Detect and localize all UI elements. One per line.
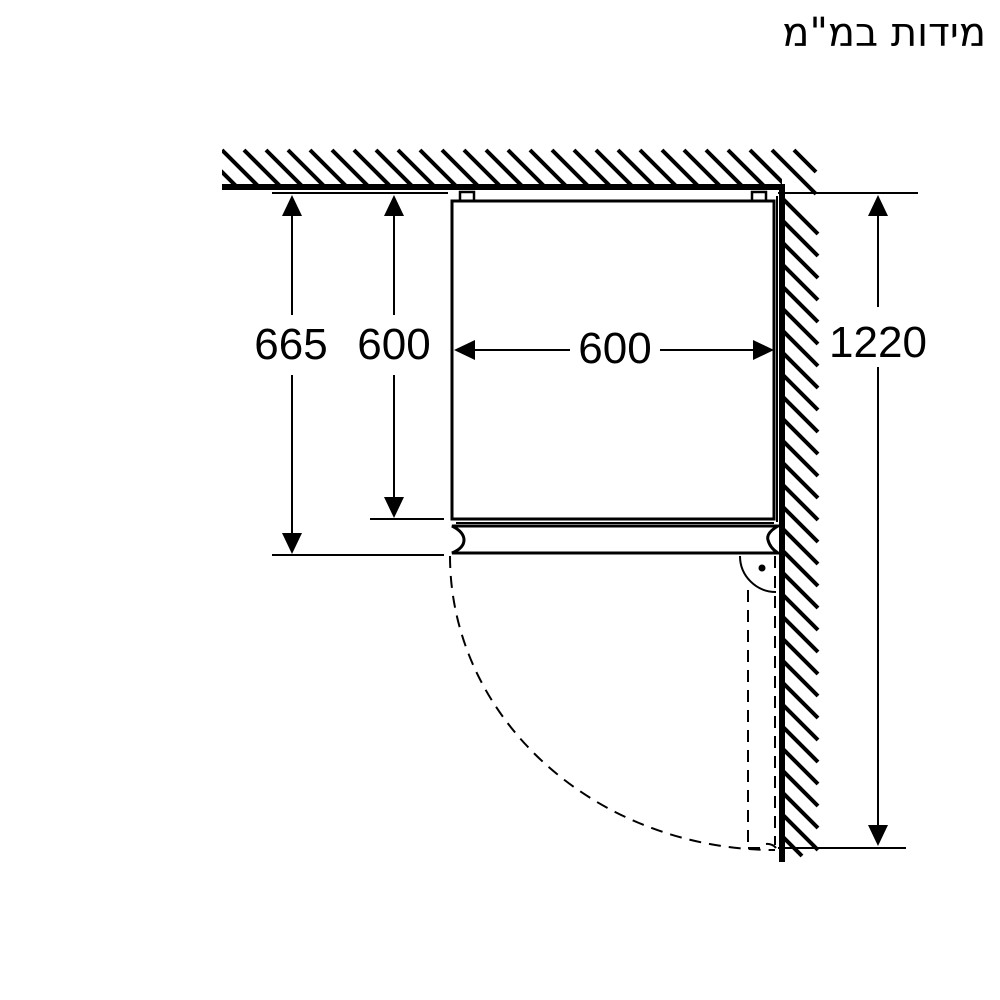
hinge-symbol bbox=[739, 555, 777, 849]
appliance-body bbox=[450, 190, 778, 524]
appliance-door bbox=[451, 524, 784, 555]
right-wall-hatching bbox=[782, 195, 820, 858]
dimension-label-665: 665 bbox=[254, 320, 327, 369]
dimension-600-width: 600 bbox=[454, 324, 774, 373]
dimension-600-depth: 600 bbox=[357, 195, 431, 518]
dimension-label-600-depth: 600 bbox=[357, 320, 430, 369]
dimension-665: 665 bbox=[254, 195, 328, 554]
dimension-label-600-width: 600 bbox=[578, 324, 651, 373]
dimension-label-1220: 1220 bbox=[829, 318, 927, 367]
door-swing-path bbox=[449, 555, 776, 851]
top-wall-hatching bbox=[222, 148, 782, 186]
extension-lines bbox=[272, 192, 918, 849]
diagram-title: מידות במ"מ bbox=[782, 10, 986, 56]
corner-hatching bbox=[770, 148, 818, 196]
dimension-1220: 1220 bbox=[829, 195, 927, 846]
